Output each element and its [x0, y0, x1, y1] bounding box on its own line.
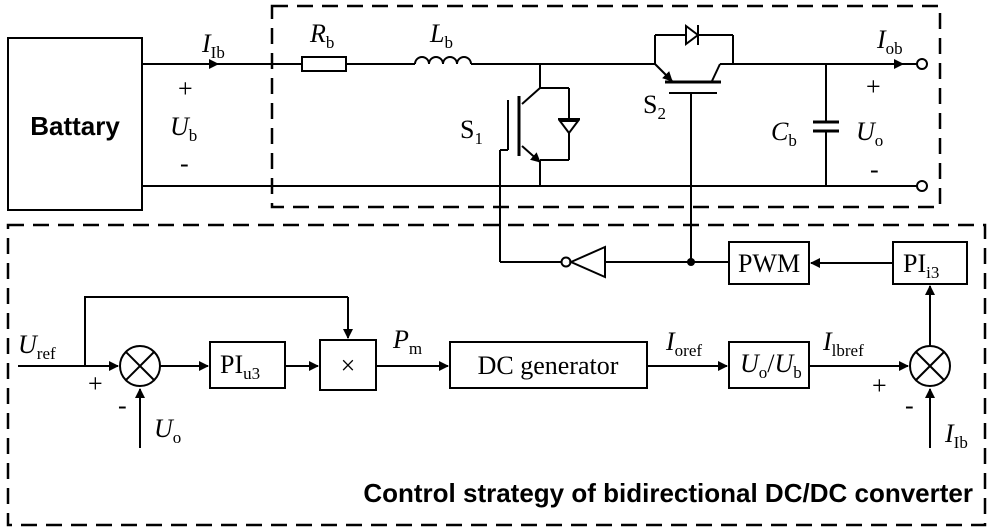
switch-s2 [654, 24, 734, 262]
label-pm: Pm [392, 325, 422, 358]
pwm-block [728, 241, 810, 285]
power-stage-boundary [270, 4, 942, 209]
switch-s1 [499, 64, 580, 262]
label-i-oref: Ioref [665, 327, 702, 360]
label-lb: Lb [429, 19, 453, 52]
capacitor-cb [813, 64, 839, 186]
ratio-block [728, 341, 810, 389]
minus-sum-voltage: - [118, 391, 127, 420]
minus-ub: - [180, 149, 189, 178]
multiplier-symbol: × [341, 351, 356, 380]
caption: Control strategy of bidirectional DC/DC … [363, 478, 973, 508]
ratio-label: Uo/Ub [740, 349, 802, 382]
resistor-rb [301, 56, 347, 72]
inverter-gate [568, 245, 606, 279]
battery-label: Battary [30, 111, 120, 141]
sum-junction-current [909, 345, 951, 387]
inductor-lb [414, 56, 472, 65]
pi-u3-block [209, 341, 286, 389]
feedforward-line [84, 296, 348, 366]
label-i-ib: IIb [201, 29, 225, 62]
pi-u3-label: PIu3 [220, 350, 260, 383]
output-terminal-top [916, 58, 928, 70]
label-uo-feedback: Uo [154, 414, 181, 447]
pi-i3-block [892, 241, 968, 285]
label-ub: Ub [170, 112, 197, 145]
output-terminal-bottom [916, 180, 928, 192]
dc-generator-label: DC generator [478, 351, 619, 380]
plus-sum-current: + [872, 371, 887, 400]
dc-generator-block [449, 341, 648, 389]
label-rb: Rb [309, 19, 334, 52]
plus-ub: + [178, 74, 193, 103]
label-uo: Uo [856, 117, 883, 150]
label-s2: S2 [643, 90, 666, 123]
label-ib-feedback: IIb [944, 419, 968, 452]
control-strategy-boundary [6, 223, 987, 527]
plus-sum-voltage: + [88, 369, 103, 398]
plus-uo: + [866, 72, 881, 101]
minus-uo: - [870, 155, 879, 184]
multiplier-block [319, 339, 377, 391]
label-cb: Cb [771, 117, 797, 150]
label-i-ob: Iob [876, 25, 903, 58]
label-i-lbref: Ilbref [822, 327, 864, 360]
label-u-ref: Uref [18, 330, 56, 363]
junction-dot [687, 258, 695, 266]
pi-i3-label: PIi3 [903, 249, 939, 282]
pwm-label: PWM [738, 249, 800, 278]
sum-junction-voltage [119, 345, 161, 387]
minus-sum-current: - [905, 391, 914, 420]
label-s1: S1 [460, 115, 483, 148]
battery-block [7, 37, 143, 211]
